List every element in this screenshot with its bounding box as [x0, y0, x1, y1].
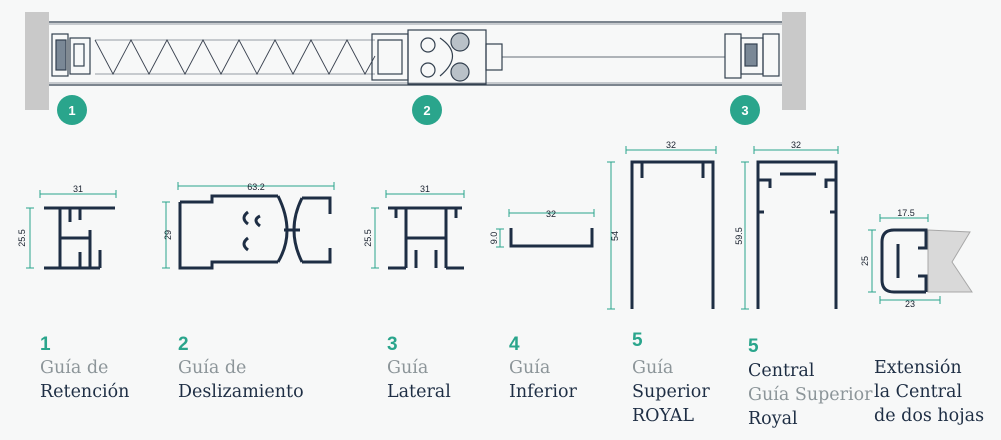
- p5-width: 32: [666, 140, 676, 150]
- caption-1-line1: Guía de: [40, 358, 109, 378]
- profile-5: 32 54: [607, 140, 717, 310]
- profile-2: 63.2 29: [162, 182, 335, 270]
- p1-height: 25.5: [17, 229, 27, 247]
- profile-6: 32 59.5: [734, 140, 839, 310]
- assembly-section: [25, 12, 806, 110]
- caption-4-number: 4: [509, 334, 520, 355]
- caption-3-number: 3: [387, 334, 398, 355]
- caption-6-line1: Central: [748, 361, 815, 381]
- caption-7-line3: de dos hojas: [874, 406, 985, 426]
- caption-4-line1: Guía: [509, 358, 551, 378]
- p6-height: 59.5: [734, 227, 744, 245]
- caption-2-number: 2: [178, 334, 189, 355]
- caption-5-line3: ROYAL: [632, 406, 694, 426]
- profile-4: 32 9.0: [489, 209, 595, 248]
- caption-1-line2: Retención: [40, 382, 130, 402]
- p2-height: 29: [163, 230, 173, 240]
- caption-7-line2: la Central: [874, 382, 963, 402]
- p4-width: 32: [546, 209, 556, 219]
- caption-6-line2: Guía Superior: [748, 385, 873, 405]
- p7-width-bottom: 23: [905, 299, 915, 309]
- badge-1-label: 1: [68, 103, 75, 118]
- badge-1: 1: [57, 95, 87, 125]
- caption-3-line1: Guía: [387, 358, 429, 378]
- p4-height: 9.0: [489, 232, 499, 245]
- badge-2-label: 2: [423, 103, 430, 118]
- p3-width: 31: [420, 184, 430, 194]
- p2-width: 63.2: [247, 182, 265, 192]
- caption-5-line2: Superior: [632, 382, 710, 402]
- caption-5-line1: Guía: [632, 358, 674, 378]
- profile-1: 31 25.5: [17, 184, 117, 270]
- p7-width-top: 17.5: [897, 208, 915, 218]
- p3-height: 25.5: [363, 229, 373, 247]
- caption-6-line3: Royal: [748, 409, 798, 429]
- left-wall: [25, 12, 49, 110]
- badge-2: 2: [412, 95, 442, 125]
- caption-5-number: 5: [632, 330, 643, 351]
- p5-height: 54: [610, 231, 620, 241]
- p7-height: 25: [860, 256, 870, 266]
- p6-width: 32: [791, 140, 801, 150]
- caption-4-line2: Inferior: [509, 382, 577, 402]
- p1-width: 31: [73, 184, 83, 194]
- caption-2-line1: Guía de: [178, 358, 247, 378]
- badge-3-label: 3: [741, 103, 748, 118]
- caption-2-line2: Deslizamiento: [178, 382, 304, 402]
- caption-1-number: 1: [40, 334, 51, 355]
- profile-7: 17.5 23 25: [860, 208, 973, 309]
- badge-3: 3: [730, 95, 760, 125]
- profile-3: 31 25.5: [363, 184, 465, 270]
- caption-7-line1: Extensión: [874, 358, 962, 378]
- right-wall: [782, 12, 806, 110]
- pleat-zigzag: [94, 39, 376, 75]
- caption-3-line2: Lateral: [387, 382, 451, 402]
- caption-6-number: 5: [748, 336, 759, 357]
